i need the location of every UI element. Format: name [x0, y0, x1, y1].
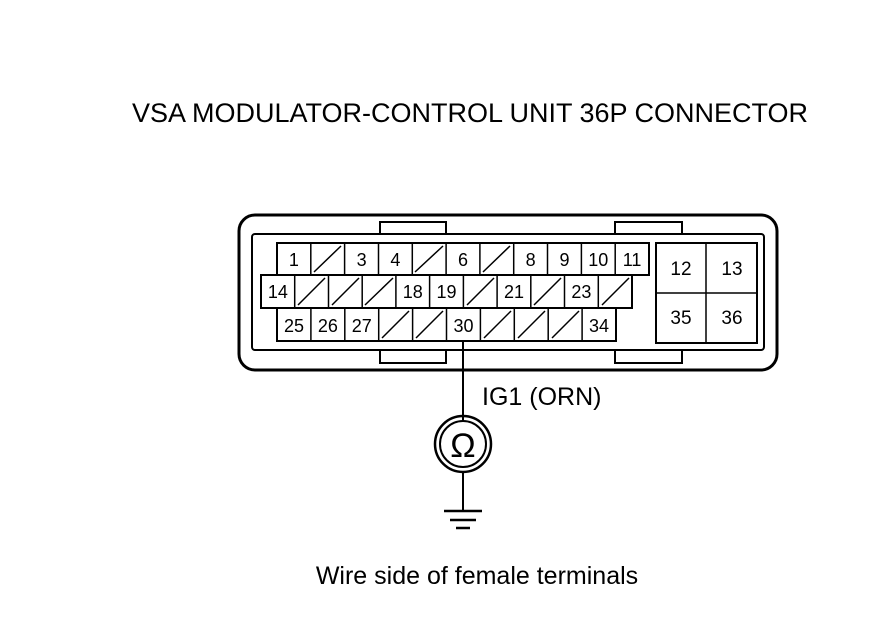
pin-label: 21 — [504, 282, 524, 302]
bottom-latch-left — [379, 349, 447, 364]
pin-label: 14 — [268, 282, 288, 302]
pin-label: 19 — [436, 282, 456, 302]
pin-label: 4 — [390, 250, 400, 270]
empty-cavity-slash — [331, 277, 360, 306]
pin-label: 12 — [670, 259, 691, 280]
pin-label: 34 — [589, 316, 609, 336]
ground-icon — [444, 509, 482, 530]
pin-label: 1 — [289, 250, 299, 270]
pin-label: 27 — [352, 316, 372, 336]
pin-label: 6 — [458, 250, 468, 270]
wire-label: IG1 (ORN) — [482, 383, 601, 411]
empty-cavity-slash — [466, 277, 495, 306]
bottom-latch-right — [614, 349, 683, 364]
pin-label: 36 — [721, 308, 742, 329]
diagram-caption: Wire side of female terminals — [316, 562, 638, 590]
empty-cavity-slash — [551, 310, 580, 339]
pin-label: 13 — [721, 259, 742, 280]
empty-cavity-slash — [297, 277, 326, 306]
pin-label: 26 — [318, 316, 338, 336]
pin-grid: 1 3 4 6 8 9 10 11 14 — [260, 242, 758, 344]
empty-cavity-slash — [415, 310, 444, 339]
empty-cavity-slash — [517, 310, 546, 339]
empty-cavity-slash — [482, 245, 511, 273]
empty-cavity-slash — [364, 277, 394, 306]
pin-label: 30 — [453, 316, 473, 336]
housing-inner — [251, 233, 765, 351]
empty-cavity-slash — [483, 310, 512, 339]
top-latch-right — [614, 221, 683, 235]
empty-cavity-slash — [381, 310, 410, 339]
top-latch-left — [379, 221, 447, 235]
pin-label: 23 — [571, 282, 591, 302]
pin-block-right: 12 13 35 36 — [655, 242, 758, 344]
empty-cavity-slash — [601, 277, 630, 306]
empty-cavity-slash — [313, 245, 342, 273]
pin-label: 11 — [623, 250, 642, 270]
ohm-symbol: Ω — [450, 427, 475, 465]
pin-label: 3 — [357, 250, 367, 270]
pin-row-1: 1 3 4 6 8 9 10 11 — [276, 242, 650, 276]
connector-housing — [237, 213, 779, 372]
pin-label: 25 — [284, 316, 304, 336]
housing-outer — [237, 213, 779, 372]
pin-row-2: 14 18 19 21 23 — [260, 274, 633, 309]
ohmmeter-icon: Ω — [433, 414, 493, 474]
pin-label: 9 — [559, 250, 569, 270]
empty-cavity-slash — [533, 277, 562, 306]
diagram-title: VSA MODULATOR-CONTROL UNIT 36P CONNECTOR — [132, 98, 808, 128]
pin-row-3: 25 26 27 30 34 — [276, 307, 617, 342]
pin-label: 10 — [588, 250, 608, 270]
pin-label: 35 — [670, 308, 691, 329]
pin-label: 18 — [403, 282, 423, 302]
empty-cavity-slash — [414, 245, 444, 273]
pin-label: 8 — [526, 250, 536, 270]
